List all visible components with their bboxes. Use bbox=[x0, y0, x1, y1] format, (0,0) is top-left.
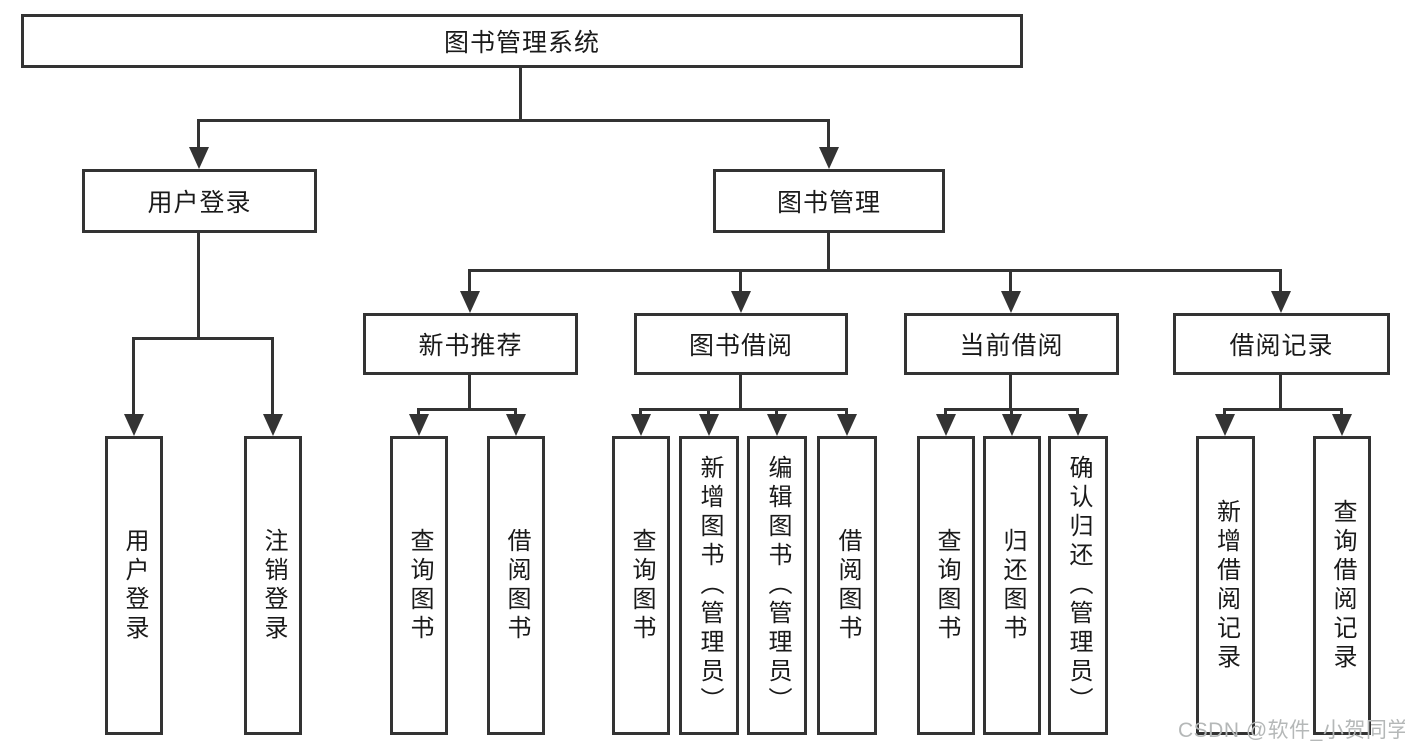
arrow-down-icon bbox=[506, 414, 526, 436]
arrow-down-icon bbox=[189, 147, 209, 169]
node-br-query-record: 查询借阅记录 bbox=[1313, 436, 1371, 735]
node-bb-add-books-admin: 新增图书（管理员） bbox=[679, 436, 739, 735]
node-cb-return-books: 归还图书 bbox=[983, 436, 1041, 735]
connector-line bbox=[1009, 269, 1012, 293]
node-new-book-recommend: 新书推荐 bbox=[363, 313, 578, 375]
node-cb-confirm-return-admin: 确认归还（管理员） bbox=[1048, 436, 1108, 735]
connector-line bbox=[944, 408, 947, 416]
arrow-down-icon bbox=[936, 414, 956, 436]
connector-line bbox=[1340, 408, 1343, 416]
node-label: 图书管理 bbox=[776, 189, 881, 217]
connector-line bbox=[1279, 375, 1282, 410]
node-logout-leaf: 注销登录 bbox=[244, 436, 302, 735]
node-label: 新增借阅记录 bbox=[1212, 498, 1240, 673]
node-user-login: 用户登录 bbox=[82, 169, 317, 233]
connector-line bbox=[639, 408, 848, 411]
arrow-down-icon bbox=[1215, 414, 1235, 436]
connector-line bbox=[1076, 408, 1079, 416]
arrow-down-icon bbox=[1068, 414, 1088, 436]
arrow-down-icon bbox=[409, 414, 429, 436]
node-label: 图书管理系统 bbox=[443, 29, 600, 57]
connector-line bbox=[132, 337, 274, 340]
connector-line bbox=[1009, 375, 1012, 410]
arrow-down-icon bbox=[263, 414, 283, 436]
connector-line bbox=[639, 408, 642, 416]
node-book-borrowing: 图书借阅 bbox=[634, 313, 848, 375]
node-label: 查询图书 bbox=[406, 527, 433, 644]
node-borrowing-records: 借阅记录 bbox=[1173, 313, 1390, 375]
connector-line bbox=[417, 408, 517, 411]
node-label: 新增图书（管理员） bbox=[696, 455, 723, 716]
connector-line bbox=[468, 269, 1282, 272]
connector-line bbox=[514, 408, 517, 416]
node-label: 用户登录 bbox=[147, 189, 252, 217]
node-label: 查询图书 bbox=[933, 527, 960, 644]
node-label: 编辑图书（管理员） bbox=[764, 455, 791, 716]
arrow-down-icon bbox=[731, 291, 751, 313]
node-cb-query-books: 查询图书 bbox=[917, 436, 975, 735]
node-bb-edit-books-admin: 编辑图书（管理员） bbox=[747, 436, 807, 735]
node-root: 图书管理系统 bbox=[21, 14, 1023, 68]
arrow-down-icon bbox=[631, 414, 651, 436]
connector-line bbox=[707, 408, 710, 416]
node-label: 查询借阅记录 bbox=[1329, 498, 1356, 673]
node-book-management: 图书管理 bbox=[713, 169, 945, 233]
connector-line bbox=[132, 337, 135, 416]
node-label: 查询图书 bbox=[628, 527, 655, 644]
node-label: 用户登录 bbox=[121, 527, 148, 644]
connector-line bbox=[468, 269, 471, 293]
node-label: 新书推荐 bbox=[418, 332, 523, 360]
connector-line bbox=[1279, 269, 1282, 293]
csdn-watermark: CSDN @软件_小贺同学 bbox=[1178, 719, 1405, 742]
node-br-add-record: 新增借阅记录 bbox=[1196, 436, 1255, 735]
node-label: 图书借阅 bbox=[688, 332, 793, 360]
node-label: 借阅图书 bbox=[503, 527, 530, 644]
node-rec-borrow-books: 借阅图书 bbox=[487, 436, 545, 735]
connector-line bbox=[739, 269, 742, 293]
connector-line bbox=[845, 408, 848, 416]
arrow-down-icon bbox=[1002, 414, 1022, 436]
connector-line bbox=[827, 233, 830, 271]
connector-line bbox=[197, 233, 200, 339]
connector-line bbox=[197, 119, 830, 122]
connector-line bbox=[197, 119, 200, 149]
node-current-borrowing: 当前借阅 bbox=[904, 313, 1119, 375]
arrow-down-icon bbox=[1271, 291, 1291, 313]
node-label: 归还图书 bbox=[999, 527, 1026, 644]
connector-line bbox=[1010, 408, 1013, 416]
connector-line bbox=[271, 337, 274, 416]
arrow-down-icon bbox=[819, 147, 839, 169]
connector-line bbox=[775, 408, 778, 416]
connector-line bbox=[519, 68, 522, 122]
node-label: 确认归还（管理员） bbox=[1065, 455, 1092, 716]
node-user-login-leaf: 用户登录 bbox=[105, 436, 163, 735]
arrow-down-icon bbox=[837, 414, 857, 436]
connector-line bbox=[417, 408, 420, 416]
connector-line bbox=[1223, 408, 1226, 416]
arrow-down-icon bbox=[1332, 414, 1352, 436]
node-bb-borrow-books: 借阅图书 bbox=[817, 436, 877, 735]
connector-line bbox=[739, 375, 742, 410]
arrow-down-icon bbox=[1001, 291, 1021, 313]
node-label: 注销登录 bbox=[260, 527, 287, 644]
node-label: 借阅记录 bbox=[1229, 332, 1334, 360]
arrow-down-icon bbox=[124, 414, 144, 436]
arrow-down-icon bbox=[460, 291, 480, 313]
node-label: 当前借阅 bbox=[959, 332, 1064, 360]
node-label: 借阅图书 bbox=[834, 527, 861, 644]
arrow-down-icon bbox=[767, 414, 787, 436]
connector-line bbox=[1223, 408, 1343, 411]
node-rec-query-books: 查询图书 bbox=[390, 436, 448, 735]
node-bb-query-books: 查询图书 bbox=[612, 436, 670, 735]
arrow-down-icon bbox=[699, 414, 719, 436]
connector-line bbox=[468, 375, 471, 410]
connector-line bbox=[827, 119, 830, 149]
